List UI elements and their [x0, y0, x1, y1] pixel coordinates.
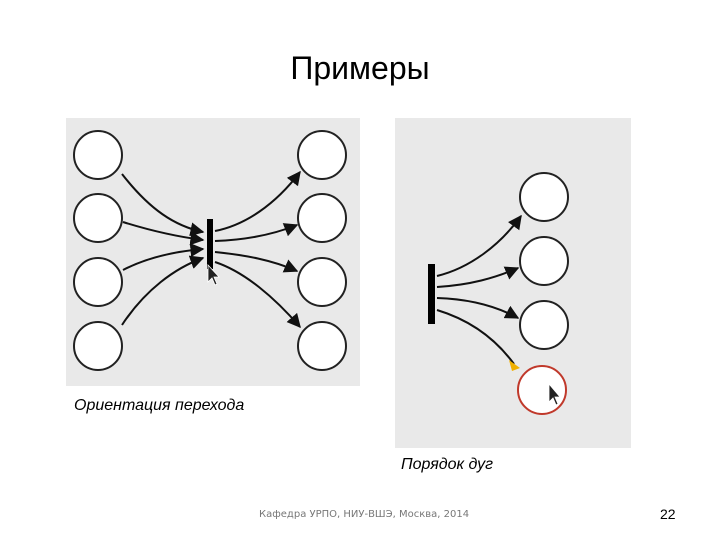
place-input-3 — [73, 257, 123, 307]
place-right-2 — [519, 236, 569, 286]
footer-text: Кафедра УРПО, НИУ-ВШЭ, Москва, 2014 — [259, 509, 470, 520]
arc-out-1 — [214, 170, 301, 232]
place-input-4 — [73, 321, 123, 371]
mouse-cursor-icon — [207, 263, 220, 286]
place-right-4-highlighted — [517, 365, 567, 415]
arc-in-3 — [122, 243, 205, 271]
transition-bar-left — [207, 219, 213, 269]
place-input-2 — [73, 193, 123, 243]
left-input-places — [73, 130, 123, 371]
right-diagram-caption: Порядок дуг — [401, 456, 494, 473]
arc-out-4 — [214, 261, 301, 329]
transition-bar-right — [428, 264, 435, 324]
place-output-3 — [297, 257, 347, 307]
left-output-places — [297, 130, 347, 371]
left-diagram-caption: Ориентация перехода — [74, 397, 245, 414]
place-right-3 — [519, 300, 569, 350]
place-output-1 — [297, 130, 347, 180]
arc-out-3 — [214, 251, 299, 273]
right-places — [517, 172, 569, 415]
slide-title: Примеры — [290, 50, 430, 86]
arc-right-3 — [436, 297, 520, 319]
arc-in-2 — [122, 221, 205, 246]
arc-in-4 — [121, 255, 205, 326]
mouse-cursor-icon — [548, 382, 561, 406]
arc-in-1 — [121, 173, 205, 237]
left-arcs — [121, 170, 301, 329]
arc-right-2 — [436, 266, 520, 288]
place-input-1 — [73, 130, 123, 180]
place-output-4 — [297, 321, 347, 371]
place-output-2 — [297, 193, 347, 243]
arc-out-2 — [214, 223, 299, 242]
arc-right-1 — [436, 214, 522, 277]
highlighted-arrowhead — [509, 360, 520, 371]
page-number: 22 — [660, 506, 676, 522]
place-right-1 — [519, 172, 569, 222]
right-arcs — [436, 214, 522, 365]
arc-right-4 — [436, 309, 515, 365]
